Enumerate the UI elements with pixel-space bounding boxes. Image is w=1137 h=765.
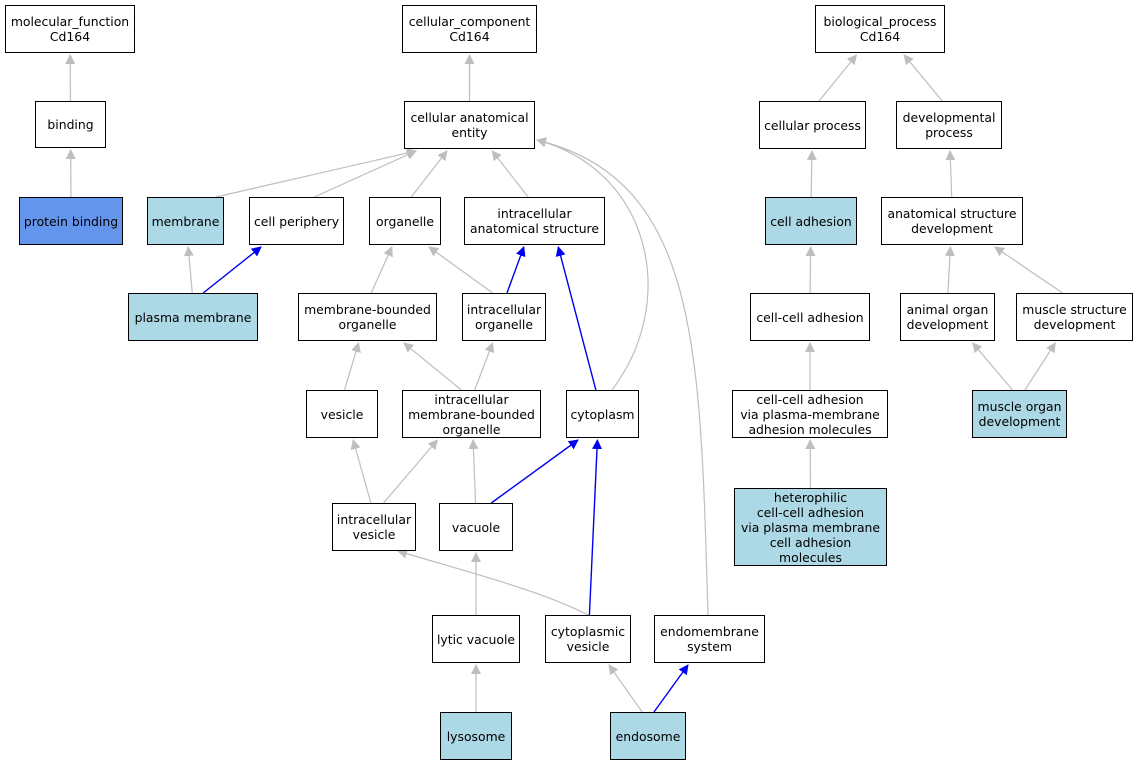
node-cae[interactable]: cellular anatomical entity xyxy=(404,101,535,149)
node-es[interactable]: endomembrane system xyxy=(654,615,765,663)
node-lytic-vacuole[interactable]: lytic vacuole xyxy=(432,615,520,663)
node-aod[interactable]: animal organ development xyxy=(900,293,995,341)
edge-io-to-ias xyxy=(506,246,526,294)
edge-io-to-organelle xyxy=(428,246,494,294)
edge-msd-to-asd xyxy=(994,246,1063,294)
edge-organelle-to-cae xyxy=(410,150,448,198)
node-cell-adhesion[interactable]: cell adhesion xyxy=(765,197,857,245)
node-ias[interactable]: intracellular anatomical structure xyxy=(464,197,605,245)
node-hcca[interactable]: heterophilic cell-cell adhesion via plas… xyxy=(734,488,887,566)
edge-mod-to-aod xyxy=(972,342,1013,391)
edge-endosome-to-es xyxy=(653,664,689,713)
node-cell-periphery[interactable]: cell periphery xyxy=(249,197,344,245)
edge-imbo-to-mbo xyxy=(403,342,462,391)
edge-vacuole-to-imbo xyxy=(468,439,479,504)
edge-vacuole-to-cytoplasm xyxy=(490,439,579,504)
node-cca[interactable]: cell-cell adhesion xyxy=(750,293,870,341)
node-cp[interactable]: cellular process xyxy=(759,101,866,149)
edge-aod-to-asd xyxy=(944,246,955,294)
node-organelle[interactable]: organelle xyxy=(369,197,441,245)
node-mod[interactable]: muscle organ development xyxy=(972,390,1067,438)
edge-iv-to-vesicle xyxy=(350,439,372,504)
edge-membrane-to-cae xyxy=(215,148,417,198)
node-iv[interactable]: intracellular vesicle xyxy=(332,503,416,551)
edge-cp-to-bp_root xyxy=(818,54,858,102)
node-cc-root[interactable]: cellular_component Cd164 xyxy=(402,5,537,53)
node-msd[interactable]: muscle structure development xyxy=(1016,293,1133,341)
edge-asd-to-dp xyxy=(945,150,956,198)
edge-plasma_membrane-to-cell_periphery xyxy=(202,246,262,294)
node-vesicle[interactable]: vesicle xyxy=(306,390,378,438)
edge-es-to-cae xyxy=(536,137,709,616)
node-mbo[interactable]: membrane-bounded organelle xyxy=(298,293,437,341)
node-cv[interactable]: cytoplasmic vesicle xyxy=(545,615,631,663)
node-plasma-membrane[interactable]: plasma membrane xyxy=(128,293,258,341)
node-bp-root[interactable]: biological_process Cd164 xyxy=(815,5,945,53)
node-dp[interactable]: developmental process xyxy=(896,101,1002,149)
node-vacuole[interactable]: vacuole xyxy=(439,503,513,551)
edge-cca-to-cell_adhesion xyxy=(805,246,816,294)
node-imbo[interactable]: intracellular membrane-bounded organelle xyxy=(402,390,541,438)
node-mf-root[interactable]: molecular_function Cd164 xyxy=(5,5,135,53)
node-ccapm[interactable]: cell-cell adhesion via plasma-membrane a… xyxy=(732,390,888,438)
node-io[interactable]: intracellular organelle xyxy=(462,293,546,341)
edge-imbo-to-io xyxy=(474,342,495,391)
edge-dp-to-bp_root xyxy=(903,54,943,102)
edge-ias-to-cae xyxy=(491,150,529,198)
edge-mbo-to-organelle xyxy=(370,246,393,294)
edge-cv-to-cytoplasm xyxy=(588,439,603,616)
edge-vesicle-to-mbo xyxy=(343,342,361,391)
node-asd[interactable]: anatomical structure development xyxy=(881,197,1023,245)
node-endosome[interactable]: endosome xyxy=(610,712,686,760)
node-protein-binding[interactable]: protein binding xyxy=(19,197,123,245)
edge-cell_adhesion-to-cp xyxy=(806,150,817,198)
node-cytoplasm[interactable]: cytoplasm xyxy=(566,390,639,438)
node-lysosome[interactable]: lysosome xyxy=(440,712,512,760)
edge-cytoplasm-to-cae xyxy=(536,137,649,391)
node-binding[interactable]: binding xyxy=(35,101,106,148)
edge-endosome-to-cv xyxy=(608,664,643,713)
edge-cv-to-iv xyxy=(397,548,589,616)
edge-cytoplasm-to-ias xyxy=(555,246,597,391)
node-membrane[interactable]: membrane xyxy=(147,197,224,245)
edge-mod-to-msd xyxy=(1024,342,1056,391)
edge-iv-to-imbo xyxy=(383,439,439,504)
edge-plasma_membrane-to-membrane xyxy=(183,246,194,294)
edge-cell_periphery-to-cae xyxy=(314,150,417,198)
